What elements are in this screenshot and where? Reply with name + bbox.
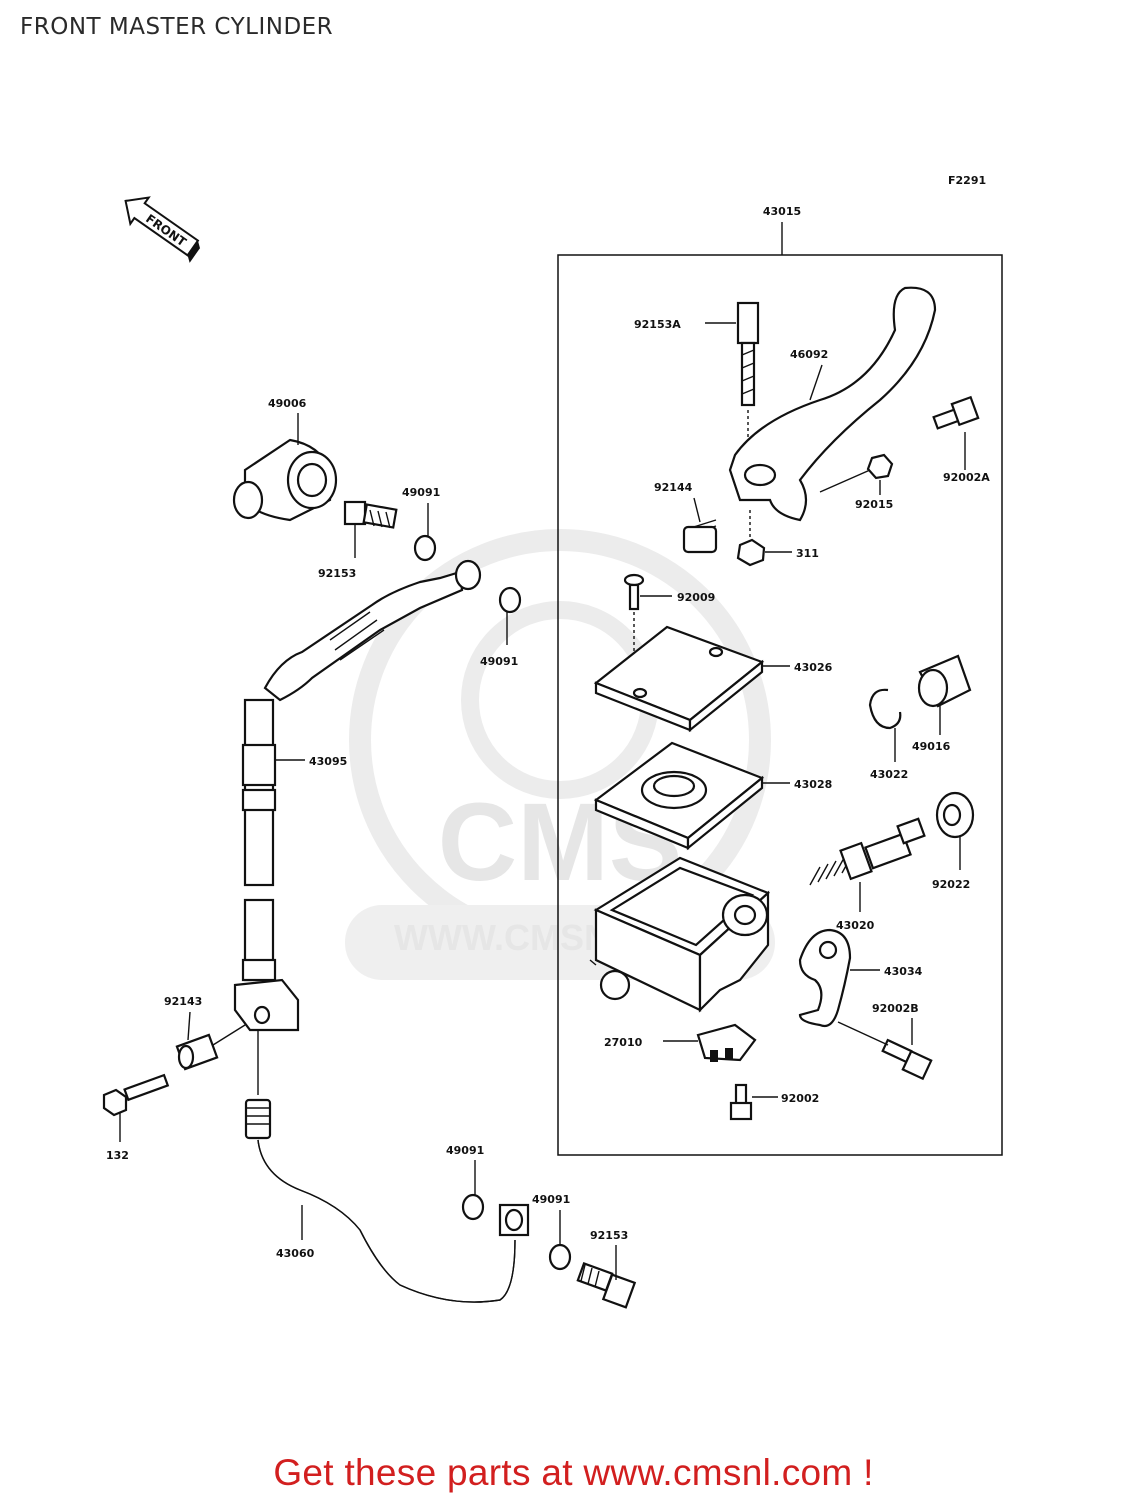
part-92009-screw	[623, 573, 645, 611]
callout-43020: 43020	[836, 919, 875, 932]
page-title: FRONT MASTER CYLINDER	[20, 14, 334, 40]
part-311-nut	[736, 538, 766, 567]
callout-46092: 46092	[790, 348, 828, 361]
callout-43022: 43022	[870, 768, 908, 781]
callout-43095: 43095	[309, 755, 347, 768]
part-49091-washer-mid	[498, 586, 522, 614]
part-49016-boot	[917, 654, 972, 708]
part-43095-hose	[241, 559, 482, 982]
callout-49091-mid: 49091	[480, 655, 518, 668]
callout-49016: 49016	[912, 740, 951, 753]
callout-27010: 27010	[604, 1036, 643, 1049]
part-92144-spring	[682, 519, 718, 554]
part-49006-cover	[232, 438, 338, 522]
callout-92153-bottom: 92153	[590, 1229, 628, 1242]
part-43060-pipe	[244, 1098, 530, 1303]
callout-92009: 92009	[677, 591, 715, 604]
callout-49091-top: 49091	[402, 486, 440, 499]
part-43034-clamp	[798, 928, 852, 1028]
part-92015-nut	[866, 453, 894, 480]
callout-49091-bot2: 49091	[532, 1193, 570, 1206]
callout-92002A: 92002A	[943, 471, 990, 484]
part-92002A-bolt	[932, 395, 980, 430]
part-three-way-joint	[233, 978, 300, 1032]
callout-92022: 92022	[932, 878, 970, 891]
part-92143-collar	[175, 1033, 219, 1071]
callout-92153-top: 92153	[318, 567, 356, 580]
part-92002-bolt	[729, 1083, 753, 1121]
part-92153-bolt-bottom	[576, 1262, 637, 1309]
callout-92153A: 92153A	[634, 318, 681, 331]
promo-link[interactable]: Get these parts at www.cmsnl.com !	[273, 1452, 874, 1493]
callout-49091-bot1: 49091	[446, 1144, 484, 1157]
part-49091-washer-bot1	[461, 1193, 485, 1221]
figure-code: F2291	[948, 174, 986, 187]
callout-311: 311	[796, 547, 819, 560]
callout-43060: 43060	[276, 1247, 315, 1260]
callout-92143: 92143	[164, 995, 202, 1008]
part-43022-circlip	[868, 688, 902, 730]
callout-92002: 92002	[781, 1092, 819, 1105]
part-92002B-bolt	[881, 1038, 933, 1081]
callout-43026: 43026	[794, 661, 833, 674]
part-49091-washer-bot2	[548, 1243, 572, 1271]
assembly-box	[557, 254, 1003, 1156]
callout-92015: 92015	[855, 498, 893, 511]
callout-92002B: 92002B	[872, 1002, 919, 1015]
part-43020-piston	[809, 817, 926, 886]
part-46092-lever	[728, 286, 937, 522]
part-92022-washer	[935, 791, 975, 839]
part-43026-cap	[593, 625, 765, 733]
front-arrow-icon: FRONT	[124, 196, 200, 263]
part-92153A-bolt	[736, 301, 760, 407]
part-49091-washer-top	[413, 534, 437, 562]
assembly-label: 43015	[763, 205, 801, 218]
callout-43028: 43028	[794, 778, 832, 791]
part-master-cylinder-body	[589, 856, 771, 1013]
part-27010-switch	[696, 1023, 757, 1062]
callout-132: 132	[106, 1149, 129, 1162]
parts-diagram: WWW.CMSNL.COM CMS F2291 FRONT 43015 9215…	[102, 174, 1003, 1309]
part-132-bolt	[102, 1073, 170, 1117]
callout-92144: 92144	[654, 481, 693, 494]
callout-49006: 49006	[268, 397, 307, 410]
callout-43034: 43034	[884, 965, 923, 978]
part-43028-diaphragm	[593, 741, 765, 851]
part-92153-bolt-top	[343, 500, 398, 529]
